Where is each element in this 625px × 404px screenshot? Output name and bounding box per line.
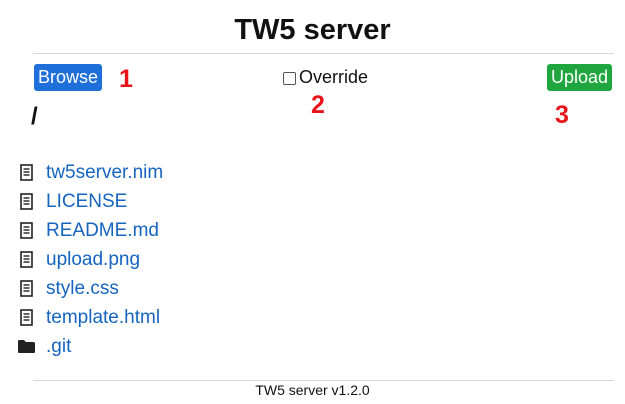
file-icon (18, 279, 34, 299)
folder-link-git[interactable]: .git (46, 335, 72, 357)
current-path: / (31, 103, 38, 130)
file-list-item: README.md (17, 216, 163, 245)
override-label[interactable]: Override (299, 67, 369, 87)
file-list-item: .git (17, 332, 163, 361)
file-link-template-html[interactable]: template.html (46, 306, 161, 328)
file-icon (18, 163, 34, 183)
file-link-tw5server-nim[interactable]: tw5server.nim (46, 161, 164, 183)
file-link-readme-md[interactable]: README.md (46, 219, 159, 241)
file-icon (18, 250, 34, 270)
file-icon (18, 192, 34, 212)
footer-version: TW5 server v1.2.0 (255, 382, 370, 398)
annotation-marker-2: 2 (311, 91, 325, 119)
upload-button[interactable]: Upload (547, 64, 613, 91)
folder-icon (16, 337, 36, 357)
file-icon (18, 308, 34, 328)
file-list-item: style.css (17, 274, 163, 303)
file-icon (18, 221, 34, 241)
file-link-upload-png[interactable]: upload.png (46, 248, 141, 270)
file-link-style-css[interactable]: style.css (46, 277, 119, 299)
file-list-item: tw5server.nim (17, 158, 163, 187)
override-option[interactable]: Override (283, 66, 368, 88)
browse-button[interactable]: Browse (34, 64, 103, 91)
file-list-item: LICENSE (17, 187, 163, 216)
page-title: TW5 server (234, 14, 391, 46)
annotation-marker-3: 3 (555, 101, 569, 129)
override-checkbox[interactable] (283, 71, 296, 85)
file-list-item: upload.png (17, 245, 163, 274)
footer-divider (33, 380, 614, 381)
file-link-license[interactable]: LICENSE (46, 190, 128, 212)
file-list-item: template.html (17, 303, 163, 332)
annotation-marker-1: 1 (119, 65, 133, 93)
file-list: tw5server.nim LICENSE README.md upload.p… (17, 158, 163, 361)
header-divider (33, 53, 614, 54)
